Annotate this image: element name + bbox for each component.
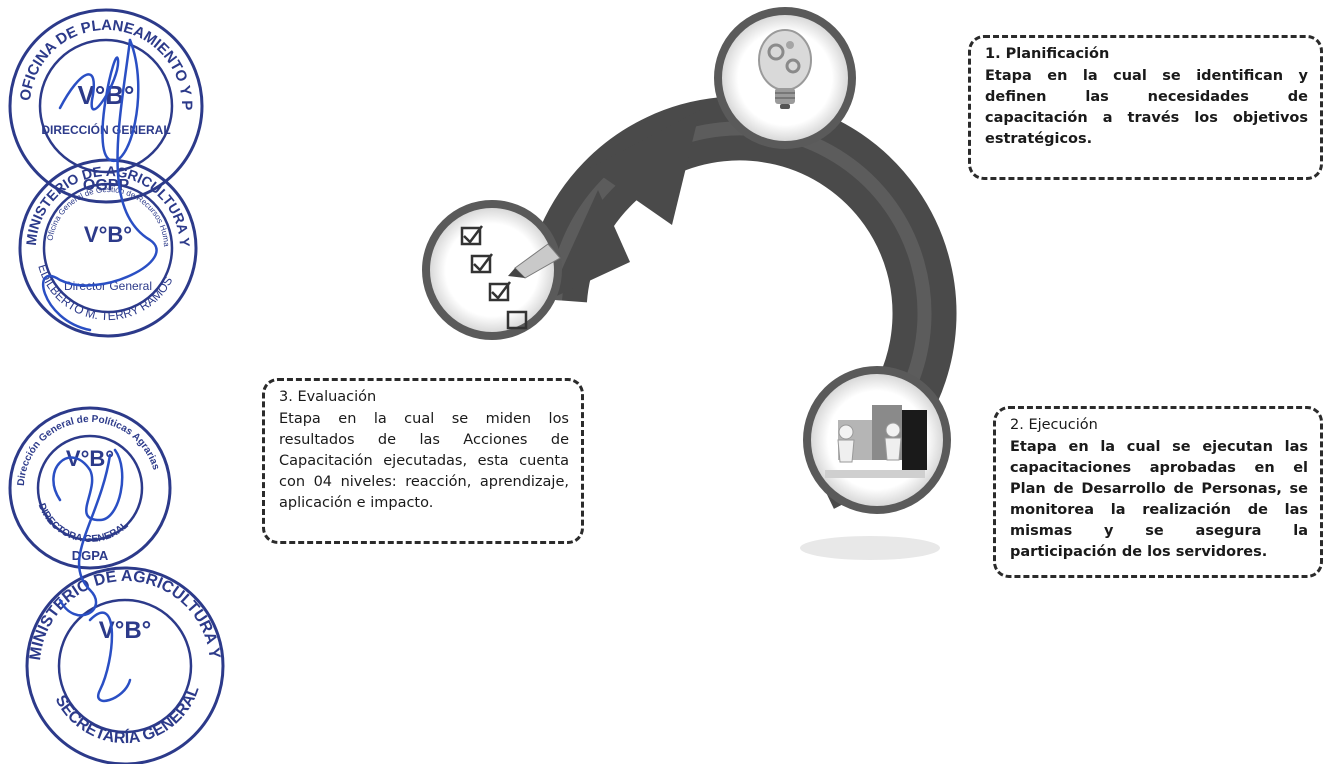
stage-planificacion-text: Etapa en la cual se identifican y define… xyxy=(985,68,1308,147)
node-ejecucion xyxy=(803,366,951,514)
stage-evaluacion-text: Etapa en la cual se miden los resultados… xyxy=(279,411,569,511)
svg-text:SECRETARÍA GENERAL: SECRETARÍA GENERAL xyxy=(52,684,203,748)
stage-evaluacion-box: 3. Evaluación Etapa en la cual se miden … xyxy=(262,378,584,544)
lightbulb-gears-icon xyxy=(758,29,812,109)
stamp-dgpa-bottom: DGPA xyxy=(72,548,109,563)
stage-evaluacion-title: 3. Evaluación xyxy=(279,389,377,405)
stamp-rrhh-vb: V°B° xyxy=(84,222,132,247)
stage-planificacion-title: 1. Planificación xyxy=(985,46,1110,62)
stamp-ogpp-inner: DIRECCIÓN GENERAL xyxy=(41,122,170,137)
stage-ejecucion-text: Etapa en la cual se ejecutan las capacit… xyxy=(1010,439,1308,560)
team-puzzle-icon xyxy=(825,405,927,478)
stamp-secretaria-bottom: SECRETARÍA GENERAL xyxy=(52,684,203,748)
node-planificacion xyxy=(714,7,856,149)
stamp-rrhh-inner: Director General xyxy=(64,279,152,293)
floor-shadow xyxy=(800,536,940,560)
signatures xyxy=(41,38,158,702)
checklist-pencil-icon xyxy=(460,225,561,330)
stage-ejecucion-box: 2. Ejecución Etapa en la cual se ejecuta… xyxy=(993,406,1323,578)
stage-planificacion-box: 1. Planificación Etapa en la cual se ide… xyxy=(968,35,1323,180)
stamp-secretaria-vb: V°B° xyxy=(99,617,152,644)
node-evaluacion xyxy=(422,200,562,340)
stage-ejecucion-title: 2. Ejecución xyxy=(1010,417,1098,433)
